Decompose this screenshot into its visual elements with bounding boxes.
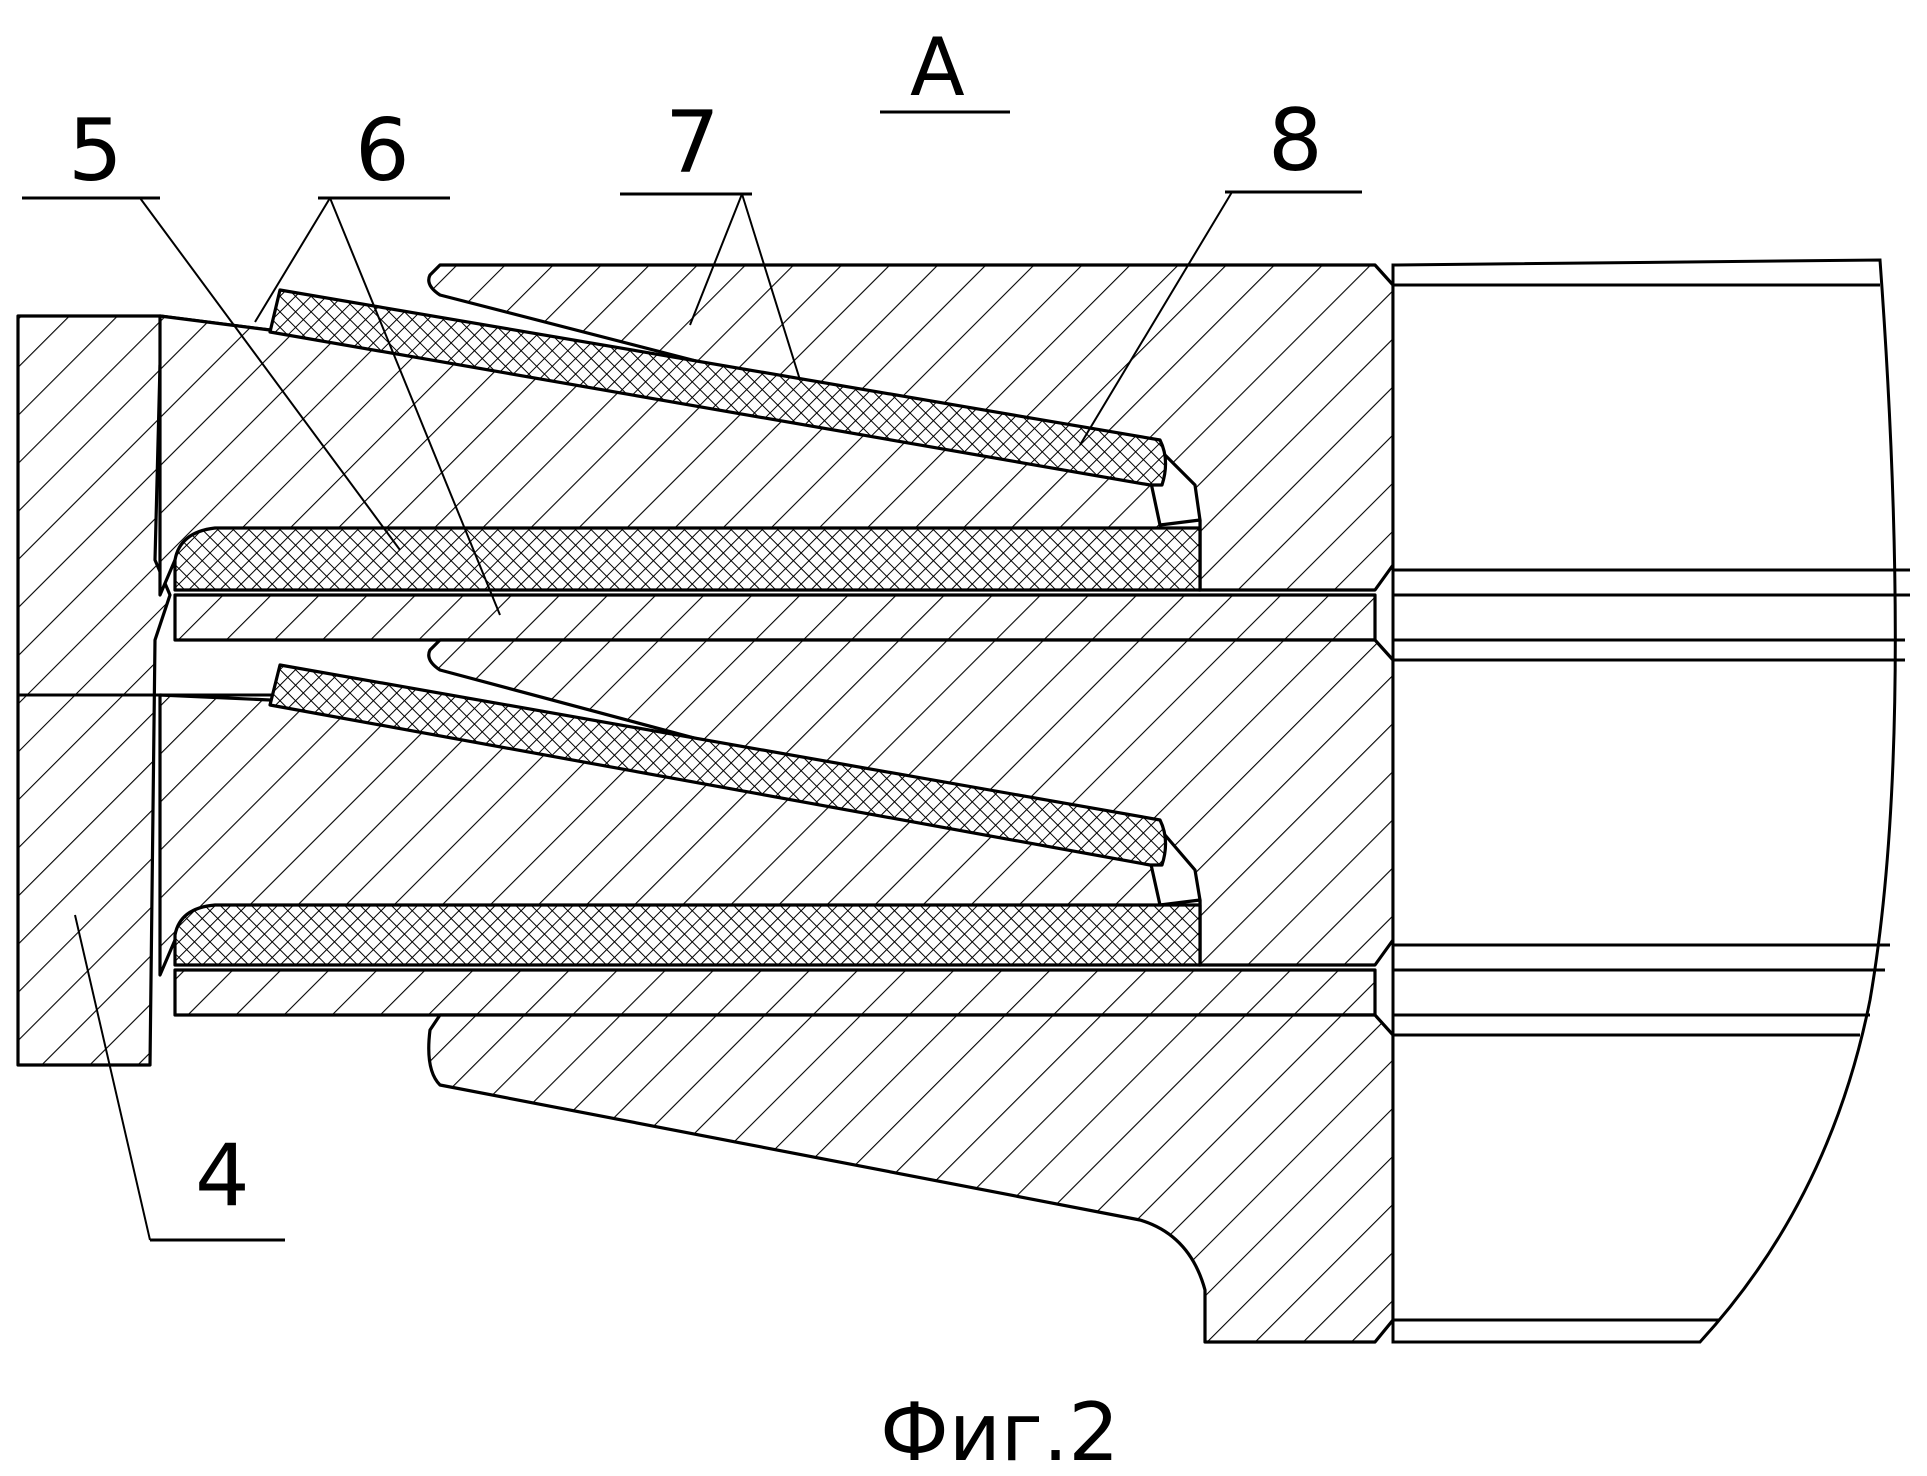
figure-caption: Фиг.2 [880,1386,1119,1476]
end-ring [1391,258,1897,1344]
view-label: А [910,21,965,114]
callout-6-leader-b [254,197,331,323]
callout-6: 6 [355,101,410,201]
sleeve-7-upper [427,263,1395,592]
callout-5: 5 [68,101,123,201]
mesh-wedge-upper [268,288,1168,487]
sleeve-bottom [427,1013,1395,1344]
callout-6-leader-a [329,197,501,616]
callout-7: 7 [665,93,720,193]
callout-7-leader-b [741,193,801,381]
callout-7-leader-a [689,193,743,326]
callout-4-leader [74,914,151,1241]
sleeve-7-middle [427,638,1395,967]
contact-bar-lower [173,968,1377,1017]
callout-4: 4 [195,1126,250,1226]
mesh-wedge-lower [268,663,1168,867]
callout-8-leader [1079,191,1233,446]
callout-8: 8 [1268,91,1323,191]
mesh-strip-upper [173,526,1202,592]
mesh-strip-lower [173,903,1202,967]
contact-bar-6-upper [173,593,1377,642]
callout-5-leader [139,197,401,551]
